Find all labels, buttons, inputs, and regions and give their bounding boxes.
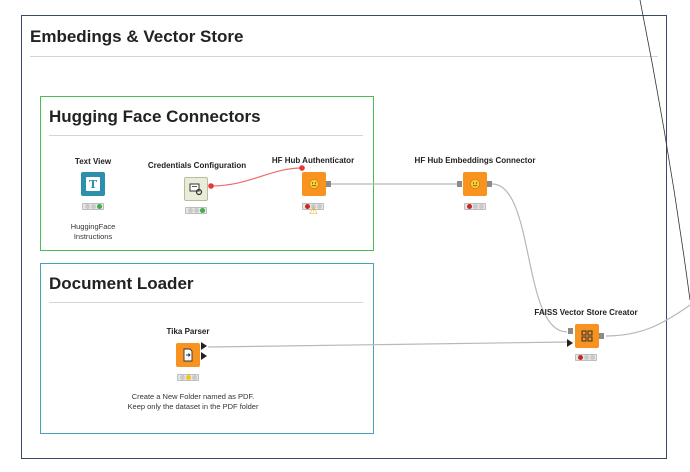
node-status-text-view (82, 203, 104, 210)
text-view-icon: T (86, 177, 100, 191)
hugging-face-icon (470, 179, 480, 189)
node-tika-parser[interactable] (176, 343, 200, 367)
document-parser-icon (183, 348, 193, 362)
workflow-title-divider (30, 56, 658, 57)
output-port[interactable] (201, 342, 207, 350)
node-status-hf-hub-authenticator (302, 203, 324, 210)
workflow-title: Embedings & Vector Store (30, 27, 244, 46)
input-port[interactable] (457, 181, 462, 187)
input-port[interactable] (568, 328, 573, 334)
node-status-faiss-vector-store-creator (575, 354, 597, 361)
warning-icon: ⚠ (309, 206, 318, 217)
node-label-text-view: Text View (74, 157, 112, 166)
node-hf-hub-embeddings-connector[interactable] (463, 172, 487, 196)
node-annotation-tika-parser: Create a New Folder named as PDF. Keep o… (127, 392, 259, 411)
node-annotation-text-view: HuggingFace Instructions (70, 222, 116, 241)
node-status-hf-hub-embeddings-connector (464, 203, 486, 210)
hugging-face-icon (309, 179, 319, 189)
group-divider (49, 135, 363, 136)
node-label-hf-hub-authenticator: HF Hub Authenticator (271, 156, 355, 165)
group-divider (49, 302, 363, 303)
node-faiss-vector-store-creator[interactable] (575, 324, 599, 348)
node-hf-hub-authenticator[interactable] (302, 172, 326, 196)
credentials-key-icon (189, 183, 203, 196)
input-port[interactable] (567, 339, 573, 347)
output-port[interactable] (599, 333, 604, 339)
node-credentials-configuration[interactable] (184, 177, 208, 201)
output-port[interactable] (487, 181, 492, 187)
output-port[interactable] (326, 181, 331, 187)
output-port[interactable] (201, 352, 207, 360)
node-text-view[interactable]: T (81, 172, 105, 196)
node-label-credentials-configuration: Credentials Configuration (147, 161, 247, 170)
node-label-tika-parser: Tika Parser (166, 327, 210, 336)
group-document-loader[interactable]: Document Loader (40, 263, 374, 434)
node-label-hf-hub-embeddings-connector: HF Hub Embeddings Connector (414, 156, 536, 165)
node-status-credentials-configuration (185, 207, 207, 214)
node-status-tika-parser (177, 374, 199, 381)
group-title: Document Loader (49, 274, 194, 293)
node-label-faiss-vector-store-creator: FAISS Vector Store Creator (534, 308, 638, 317)
group-title: Hugging Face Connectors (49, 107, 261, 126)
vector-store-icon (581, 330, 593, 342)
